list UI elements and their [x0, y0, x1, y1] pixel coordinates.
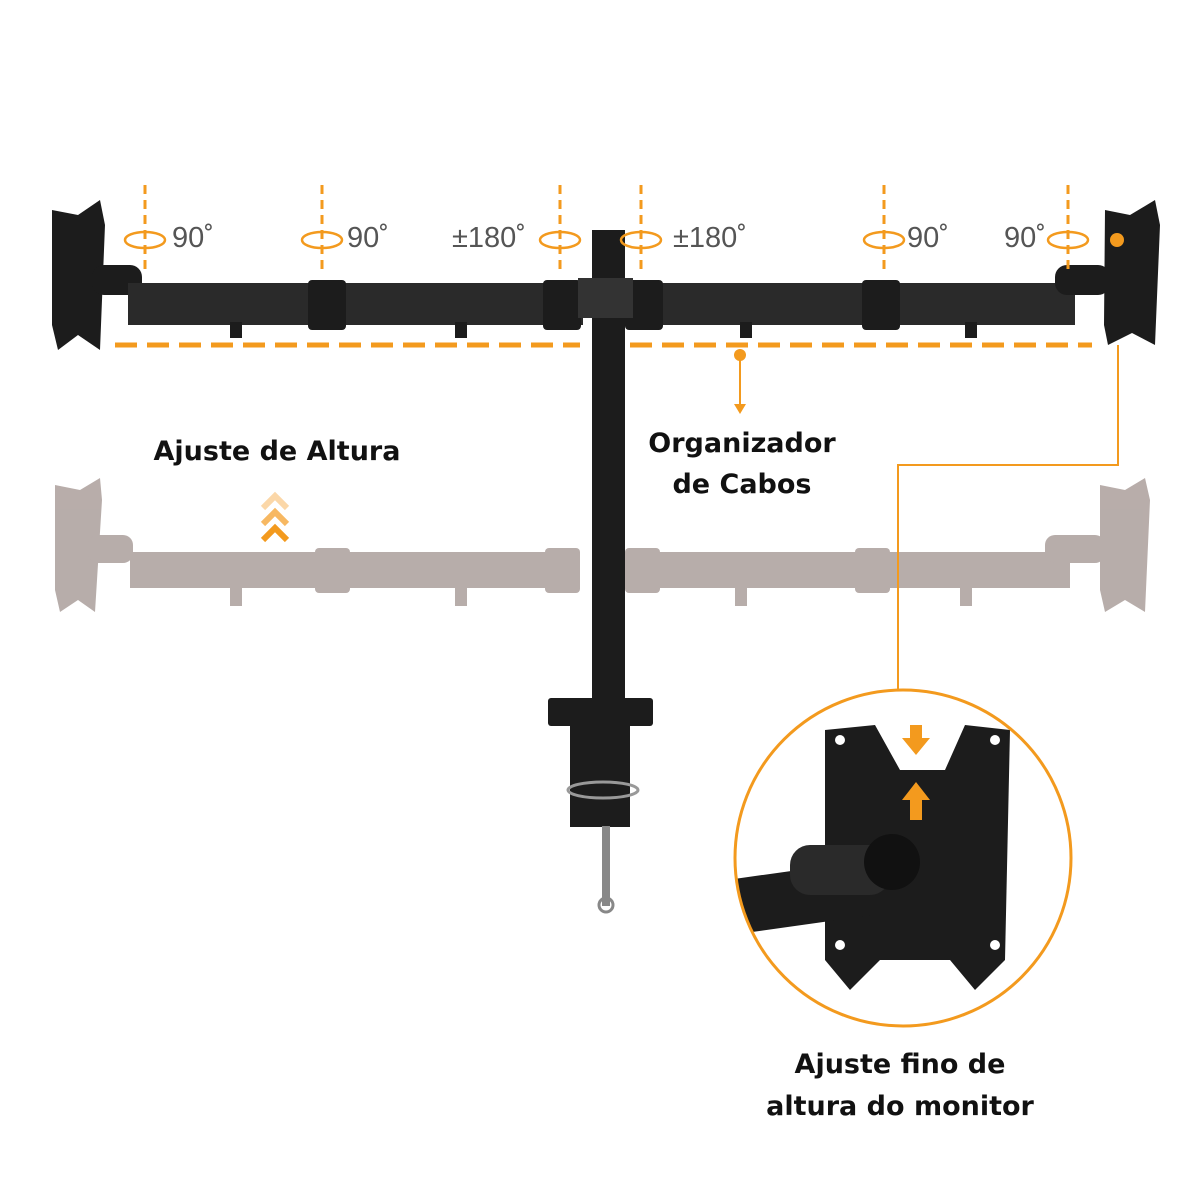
cable-organizer-label: Organizador	[648, 428, 836, 459]
rotation-label: 90˚	[172, 222, 214, 254]
rotation-label: ±180˚	[673, 222, 747, 254]
cable-organizer-label: de Cabos	[672, 469, 812, 500]
rotation-label: 90˚	[907, 222, 949, 254]
detail-zoom-image	[735, 690, 1071, 1026]
rotation-label: 90˚	[347, 222, 389, 254]
arm-raised	[52, 200, 1160, 350]
arrow-down-icon	[734, 404, 746, 414]
rotation-icons	[123, 230, 1090, 250]
rotation-label: ±180˚	[452, 222, 526, 254]
chevron-up-icon	[260, 491, 290, 543]
height-adjust-label: Ajuste de Altura	[153, 436, 401, 467]
fine-adjust-label: altura do monitor	[766, 1091, 1034, 1122]
fine-adjust-label: Ajuste fino de	[794, 1049, 1006, 1080]
ghost-arm-lowered	[55, 478, 1150, 612]
callout-line	[897, 345, 1119, 690]
rotation-label: 90˚	[1004, 222, 1046, 254]
detail-zoom-circle	[733, 688, 1073, 1028]
rotation-guides	[143, 185, 1070, 275]
